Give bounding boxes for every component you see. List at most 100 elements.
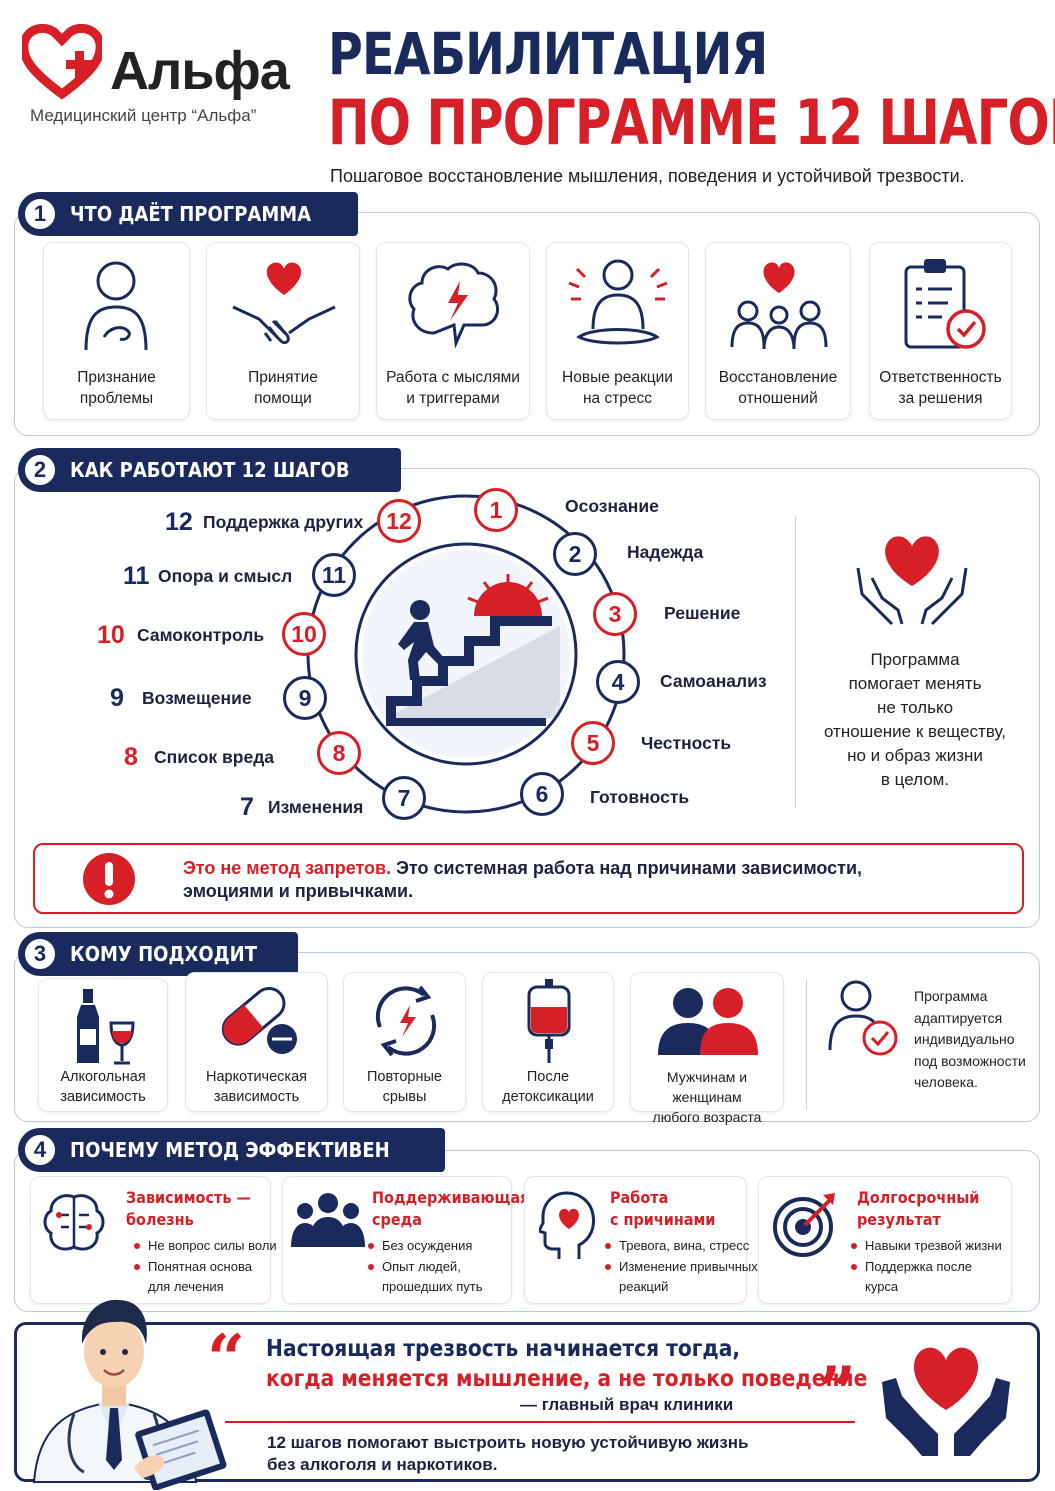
eff-title-line1: Поддерживающая <box>372 1188 530 1207</box>
clipboard-check-icon <box>904 259 986 349</box>
person-hand-on-chest-icon <box>84 261 148 351</box>
card-label-line2: любого возраста <box>652 1109 762 1125</box>
side-text-line: адаптируется <box>914 1009 1003 1026</box>
list-item: Поддержка после курса <box>851 1257 1002 1297</box>
list-item-text: Тревога, вина, стресс <box>619 1238 750 1253</box>
card-responsibility: Ответственность за решения <box>869 242 1012 420</box>
card-label-line2: зависимость <box>213 1089 300 1105</box>
card-label-line1: После <box>526 1069 570 1085</box>
card-drugs: Наркотическая зависимость <box>185 972 328 1112</box>
page-title-line2: ПО ПРОГРАММЕ 12 ШАГОВ <box>328 86 1055 159</box>
person-check-icon <box>828 980 898 1056</box>
quote-line2: когда меняется мышление, а не только пов… <box>266 1366 868 1392</box>
eff-title-line1: Долгосрочный <box>857 1188 980 1207</box>
step-circle-6: 6 <box>520 772 564 816</box>
card-label-line2: на стресс <box>582 390 653 407</box>
list-item-text: Опыт людей, <box>382 1259 461 1274</box>
step-circle-12: 12 <box>377 499 421 543</box>
step-number-8: 8 <box>124 743 138 771</box>
section2-title: КАК РАБОТАЮТ 12 ШАГОВ <box>70 458 350 482</box>
list-item: Изменение привычных реакций <box>605 1257 758 1297</box>
step-number-7: 7 <box>240 793 254 821</box>
step-label-6: Готовность <box>590 787 690 807</box>
card-label-line1: Принятие <box>248 369 318 386</box>
card-label-line1: Ответственность <box>879 369 1002 386</box>
section3-number: 3 <box>22 936 58 972</box>
card-label-line1: Признание <box>77 369 156 386</box>
side-text-line: помогает менять <box>848 674 982 693</box>
list-item: Тревога, вина, стресс <box>605 1236 758 1256</box>
notice-bold: Это не метод запретов. <box>183 858 392 878</box>
side-text-line: индивидуально <box>914 1031 1015 1047</box>
step-circle-2: 2 <box>553 532 597 576</box>
step-label-3: Решение <box>664 603 741 623</box>
side-text-line: человека. <box>914 1074 978 1090</box>
list-item-text: курса <box>865 1279 899 1294</box>
list-item-text: для лечения <box>148 1279 224 1294</box>
step-number-12: 12 <box>165 508 193 536</box>
step-circle-8: 8 <box>317 731 361 775</box>
section3-title: КОМУ ПОДХОДИТ <box>70 942 258 966</box>
side-text-line: отношение к веществу, <box>823 722 1007 741</box>
eff-title-line2: результат <box>857 1210 941 1229</box>
list-item-text: Поддержка после <box>865 1259 973 1274</box>
head-heart-icon <box>539 1191 595 1259</box>
eff-card-disease: Зависимость —болезнь Не вопрос силы воли… <box>30 1176 277 1304</box>
card-label-line2: и триггерами <box>406 390 500 407</box>
section1-number: 1 <box>22 196 58 232</box>
program-side-text: Программа помогает менять не только отно… <box>800 648 1030 792</box>
card-new-reactions: Новые реакции на стресс <box>546 242 689 420</box>
meditation-person-icon <box>568 259 668 345</box>
pill-capsule-icon <box>221 986 297 1054</box>
doctor-illustration <box>32 1299 227 1490</box>
side-text-line: в целом. <box>880 770 950 789</box>
stairs-icon <box>386 616 552 718</box>
list-item-text: Изменение привычных <box>619 1259 758 1274</box>
step-number-10: 10 <box>97 621 125 649</box>
vertical-divider <box>795 516 796 808</box>
side-text-line: но и образ жизни <box>847 746 983 765</box>
side-text-line: не только <box>876 698 954 717</box>
list-item: Опыт людей, прошедших путь <box>368 1257 483 1297</box>
eff-title-line2: с причинами <box>610 1210 716 1229</box>
brand-logo: Альфа Медицинский центр “Альфа” <box>22 24 292 134</box>
step-label-12: Поддержка других <box>203 512 364 532</box>
hands-heart-icon <box>882 1347 1010 1456</box>
step-number-11: 11 <box>123 562 150 590</box>
card-label-line1: Наркотическая <box>205 1069 308 1085</box>
quote-author: — главный врач клиники <box>520 1395 734 1414</box>
target-arrow-icon <box>773 1193 835 1257</box>
handshake-heart-icon <box>232 262 336 345</box>
people-pair-icon <box>658 988 758 1055</box>
card-label-line2: за решения <box>898 390 983 407</box>
step-label-4: Самоанализ <box>660 671 767 691</box>
notice-text-2: эмоциями и привычками. <box>183 881 414 901</box>
card-label-line1: Новые реакции <box>562 369 673 386</box>
quote-line1: Настоящая трезвость начинается тогда, <box>266 1336 741 1362</box>
step-label-10: Самоконтроль <box>137 625 265 645</box>
group-people-icon <box>291 1193 365 1247</box>
card-label-line2: детоксикации <box>502 1089 594 1105</box>
notice-box: Это не метод запретов. Это системная раб… <box>33 843 1024 914</box>
list-item-text: прошедших путь <box>382 1279 483 1294</box>
eff-title-line2: среда <box>372 1210 422 1229</box>
list-item-text: реакций <box>619 1279 669 1294</box>
brand-name: Альфа <box>110 41 290 101</box>
bottle-wine-icon <box>77 989 135 1065</box>
section4-number: 4 <box>22 1132 58 1168</box>
card-label-line2: срывы <box>382 1089 427 1105</box>
section1-title: ЧТО ДАЁТ ПРОГРАММА <box>70 202 312 226</box>
sunrise-icon <box>474 582 542 616</box>
step-circle-1: 1 <box>474 488 518 532</box>
quote-footer: 12 шагов помогают выстроить новую устойч… <box>267 1432 749 1476</box>
step-label-9: Возмещение <box>142 688 252 708</box>
side-text-line: Программа <box>870 650 960 669</box>
